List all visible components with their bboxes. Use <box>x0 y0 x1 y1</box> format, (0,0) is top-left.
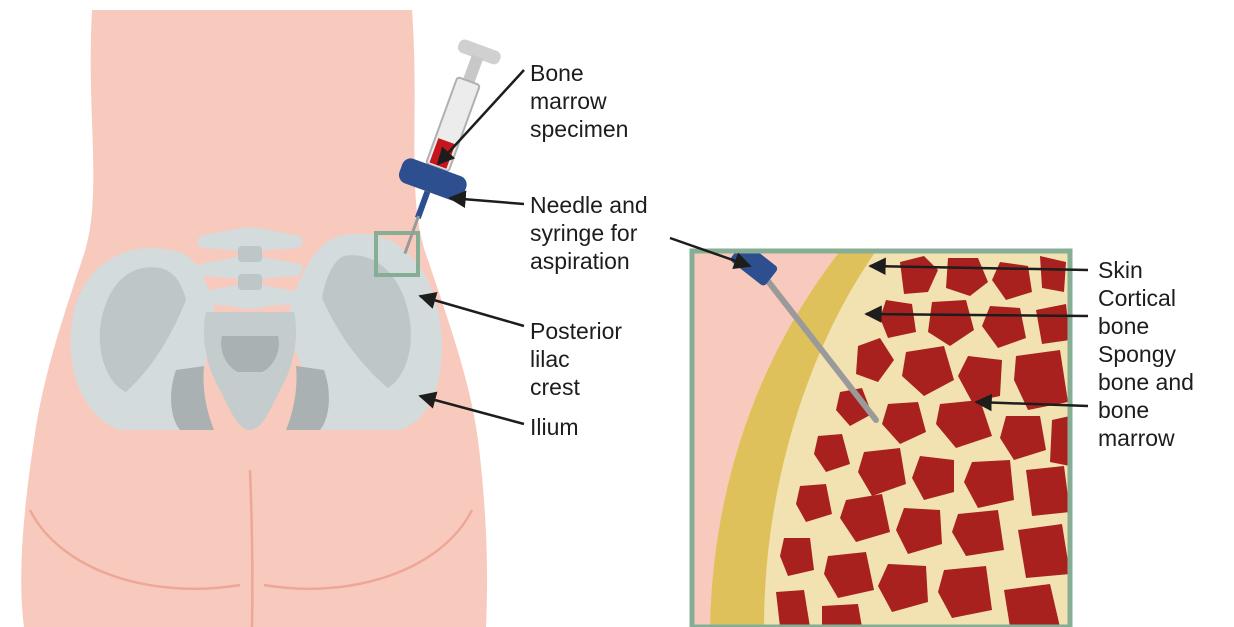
label-bone-marrow-specimen: Bone marrow specimen <box>530 59 628 143</box>
pelvis <box>71 228 442 431</box>
label-ilium: Ilium <box>530 413 579 441</box>
detail-inset <box>692 241 1070 627</box>
label-spongy-bone: Spongy bone and bone marrow <box>1098 340 1194 452</box>
label-needle-and-syringe: Needle and syringe for aspiration <box>530 191 648 275</box>
arrow-needle <box>450 198 524 204</box>
label-cortical-bone: Cortical bone <box>1098 284 1176 340</box>
label-posterior-crest: Posterior lilac crest <box>530 317 622 401</box>
needle-shaft <box>415 191 430 219</box>
label-skin: Skin <box>1098 256 1143 284</box>
spine <box>197 228 302 310</box>
